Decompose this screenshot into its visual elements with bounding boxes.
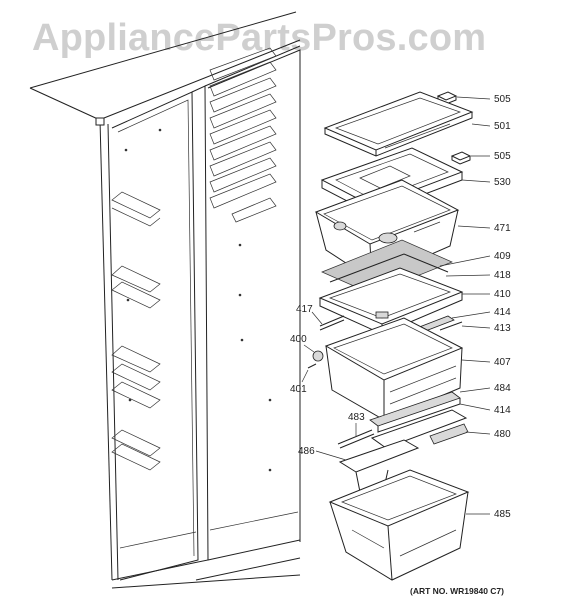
svg-text:417: 417 bbox=[296, 304, 313, 315]
callout-401: 401 bbox=[290, 369, 309, 395]
svg-text:401: 401 bbox=[290, 384, 307, 395]
callout-530: 530 bbox=[461, 177, 511, 188]
callout-501: 501 bbox=[471, 121, 511, 132]
callout-505-second: 505 bbox=[471, 151, 511, 162]
svg-text:480: 480 bbox=[494, 429, 511, 440]
svg-text:418: 418 bbox=[494, 270, 511, 281]
callout-480: 480 bbox=[465, 429, 511, 440]
callout-414-second: 414 bbox=[459, 403, 511, 416]
callout-471: 471 bbox=[457, 223, 511, 234]
svg-text:409: 409 bbox=[494, 251, 511, 262]
callout-413: 413 bbox=[461, 323, 511, 334]
svg-text:505: 505 bbox=[494, 151, 511, 162]
svg-text:485: 485 bbox=[494, 509, 511, 520]
callout-486: 486 bbox=[298, 446, 347, 461]
watermark-text: AppliancePartsPros.com bbox=[32, 17, 486, 59]
callout-505: 505 bbox=[456, 94, 511, 105]
refrigerator-cabinet bbox=[29, 11, 301, 589]
svg-text:414: 414 bbox=[494, 405, 511, 416]
svg-text:407: 407 bbox=[494, 357, 511, 368]
callout-410: 410 bbox=[462, 289, 511, 300]
svg-text:483: 483 bbox=[348, 412, 365, 423]
callouts: 505 501 505 530 471 409 418 410 bbox=[290, 94, 511, 520]
svg-text:501: 501 bbox=[494, 121, 511, 132]
callout-418: 418 bbox=[445, 270, 511, 281]
svg-text:414: 414 bbox=[494, 307, 511, 318]
svg-text:471: 471 bbox=[494, 223, 511, 234]
svg-text:530: 530 bbox=[494, 177, 511, 188]
callout-483: 483 bbox=[348, 412, 365, 436]
callout-414: 414 bbox=[451, 307, 511, 319]
callout-400: 400 bbox=[290, 334, 315, 353]
art-number: (ART NO. WR19840 C7) bbox=[410, 586, 504, 596]
svg-text:486: 486 bbox=[298, 446, 315, 457]
svg-text:410: 410 bbox=[494, 289, 511, 300]
svg-text:413: 413 bbox=[494, 323, 511, 334]
callout-407: 407 bbox=[461, 357, 511, 368]
svg-text:505: 505 bbox=[494, 94, 511, 105]
callout-484: 484 bbox=[459, 383, 511, 394]
svg-text:400: 400 bbox=[290, 334, 307, 345]
callout-417: 417 bbox=[296, 304, 323, 325]
callout-485: 485 bbox=[466, 509, 511, 520]
exploded-parts bbox=[307, 91, 474, 581]
svg-text:484: 484 bbox=[494, 383, 511, 394]
callout-409: 409 bbox=[439, 251, 511, 267]
